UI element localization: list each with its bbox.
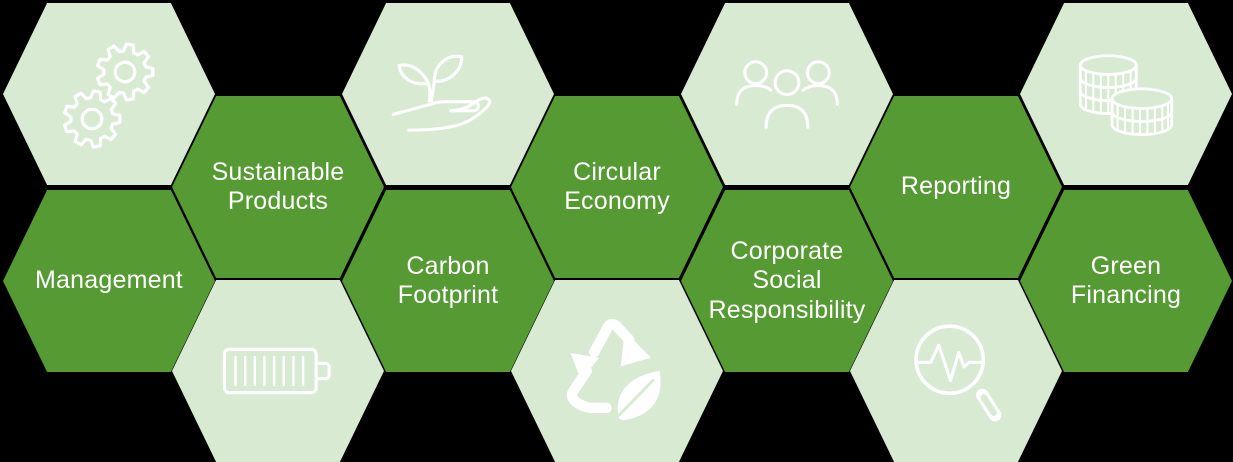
gears-icon xyxy=(63,42,155,149)
seedling-hand-icon xyxy=(391,54,492,132)
hex-tile-coins xyxy=(1020,3,1232,185)
hex-tile-recycle-leaf xyxy=(511,280,723,462)
pulse-magnifier-icon xyxy=(914,323,1002,421)
sustainable-products-label: Sustainable Products xyxy=(211,157,345,215)
hex-tile-corporate-social-responsibility: Corporate Social Responsibility xyxy=(681,190,893,372)
hex-tile-people-group xyxy=(681,3,893,185)
hex-tile-seedling-hand xyxy=(342,3,554,185)
carbon-footprint-label: Carbon Footprint xyxy=(397,251,499,309)
circular-economy-label: Circular Economy xyxy=(564,157,670,215)
hex-tile-circular-economy: Circular Economy xyxy=(511,96,723,278)
hex-tile-battery xyxy=(172,280,384,462)
hex-tile-carbon-footprint: Carbon Footprint xyxy=(342,190,554,372)
hex-tile-sustainable-products: Sustainable Products xyxy=(172,96,384,278)
green-financing-label: Green Financing xyxy=(1070,251,1182,309)
hex-tile-reporting: Reporting xyxy=(850,96,1062,278)
corporate-social-responsibility-label: Corporate Social Responsibility xyxy=(708,237,866,324)
reporting-label: Reporting xyxy=(900,172,1012,201)
hex-tile-pulse-magnifier xyxy=(850,280,1062,462)
management-label: Management xyxy=(35,266,183,295)
coins-icon xyxy=(1078,54,1174,136)
people-group-icon xyxy=(735,60,839,129)
battery-icon xyxy=(222,347,331,395)
hex-tile-green-financing: Green Financing xyxy=(1020,190,1232,372)
hex-tile-management: Management xyxy=(3,190,215,372)
hex-tile-gears xyxy=(3,3,215,185)
recycle-leaf-icon xyxy=(566,318,661,426)
